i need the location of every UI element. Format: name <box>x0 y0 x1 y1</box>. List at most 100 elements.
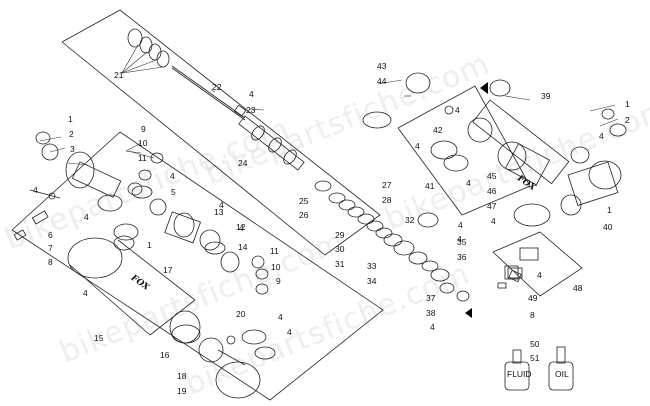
label-24: 24 <box>238 158 248 168</box>
label-42: 42 <box>433 125 443 135</box>
label-25: 25 <box>299 196 309 206</box>
part-17-shock-body <box>67 237 201 344</box>
label-3: 3 <box>70 144 75 154</box>
label-17: 17 <box>163 265 173 275</box>
boundary-box-22 <box>61 9 381 256</box>
part-7-pin <box>31 210 49 225</box>
ring-41b <box>443 154 469 172</box>
part-9-washer-b <box>255 283 269 295</box>
label-1: 1 <box>68 114 73 124</box>
label-4: 4 <box>491 216 496 226</box>
label-4: 4 <box>239 223 244 233</box>
label-15: 15 <box>94 333 104 343</box>
label-1: 1 <box>607 205 612 215</box>
label-4: 4 <box>83 288 88 298</box>
label-29: 29 <box>335 230 345 240</box>
part-4-ring-f <box>241 329 267 345</box>
part-stack-25-36 <box>314 180 439 272</box>
label-47: 47 <box>487 201 497 211</box>
part-8-pin-right <box>497 282 507 289</box>
part-12-seal <box>199 229 221 251</box>
label-37: 37 <box>426 293 436 303</box>
label-1: 1 <box>147 240 152 250</box>
part-1-bushing-left <box>35 131 51 145</box>
label-30: 30 <box>335 244 345 254</box>
label-51: 51 <box>530 353 540 363</box>
label-21: 21 <box>114 70 124 80</box>
part-16-ring <box>171 324 201 344</box>
part-14-plug <box>220 251 240 273</box>
label-23: 23 <box>246 105 256 115</box>
label-4: 4 <box>84 212 89 222</box>
part-2-bushing-left <box>41 143 59 161</box>
part-42-valve <box>444 105 454 115</box>
bottle-oil-label: OIL <box>555 369 569 379</box>
label-32: 32 <box>405 215 415 225</box>
label-22: 22 <box>212 82 222 92</box>
part-40-oring <box>513 203 551 227</box>
label-10: 10 <box>138 138 148 148</box>
label-39: 39 <box>541 91 551 101</box>
label-9: 9 <box>141 124 146 134</box>
bottle-fluid-label: FLUID <box>507 369 532 379</box>
ring-41a <box>430 140 458 160</box>
part-44-oring <box>362 111 392 129</box>
label-31: 31 <box>335 259 345 269</box>
label-9: 9 <box>276 276 281 286</box>
label-28: 28 <box>382 195 392 205</box>
part-37-washer <box>439 282 455 294</box>
part-20-bolt <box>226 335 236 345</box>
label-35: 35 <box>457 237 467 247</box>
label-4: 4 <box>455 105 460 115</box>
label-26: 26 <box>299 210 309 220</box>
bottle-oil: OIL <box>548 346 574 391</box>
part-32-ring <box>417 212 439 228</box>
brand-logo-reservoir: FOX <box>514 173 537 193</box>
label-13: 13 <box>214 207 224 217</box>
label-4: 4 <box>170 171 175 181</box>
label-27: 27 <box>382 180 392 190</box>
label-12: 12 <box>236 222 246 232</box>
part-13-bushing <box>164 211 202 244</box>
label-20: 20 <box>236 309 246 319</box>
part-4-ring-e <box>113 223 139 241</box>
label-46: 46 <box>487 186 497 196</box>
label-33: 33 <box>367 261 377 271</box>
label-36: 36 <box>457 252 467 262</box>
part-1-bushing-right <box>609 123 627 137</box>
part-10-washer-b <box>255 268 269 280</box>
label-4: 4 <box>415 141 420 151</box>
part-22-shaft <box>171 65 246 119</box>
part-49-sleeve <box>504 265 519 280</box>
part-4-ring-c <box>131 185 153 199</box>
label-4: 4 <box>599 131 604 141</box>
label-14: 14 <box>238 242 248 252</box>
boundary-box-15 <box>11 131 384 401</box>
bottle-fluid: FLUID <box>504 349 532 391</box>
part-21-washers <box>127 28 170 68</box>
label-4: 4 <box>430 322 435 332</box>
label-4: 4 <box>249 89 254 99</box>
part-46-reservoir <box>497 141 551 186</box>
label-45: 45 <box>487 171 497 181</box>
label-4: 4 <box>537 270 542 280</box>
part-10-washer <box>138 169 152 181</box>
label-2: 2 <box>69 129 74 139</box>
label-6: 6 <box>48 230 53 240</box>
part-36-washer <box>430 268 450 282</box>
label-11: 11 <box>270 246 279 256</box>
part-4-ring-g <box>254 346 276 360</box>
part-1-ring <box>113 235 135 251</box>
boundary-box-48 <box>492 231 583 297</box>
part-11-cap <box>127 182 143 196</box>
part-labels: 1 2 3 4 4 4 4 4 4 4 4 4 4 4 4 4 4 4 4 4 … <box>33 61 630 396</box>
label-16: 16 <box>160 350 170 360</box>
label-1: 1 <box>625 99 630 109</box>
part-5-ring <box>149 198 167 216</box>
arrow-icon <box>480 82 488 94</box>
label-4: 4 <box>287 327 292 337</box>
part-4-ring-d <box>204 241 226 255</box>
label-34: 34 <box>367 276 377 286</box>
label-50: 50 <box>530 339 540 349</box>
label-5: 5 <box>171 187 176 197</box>
